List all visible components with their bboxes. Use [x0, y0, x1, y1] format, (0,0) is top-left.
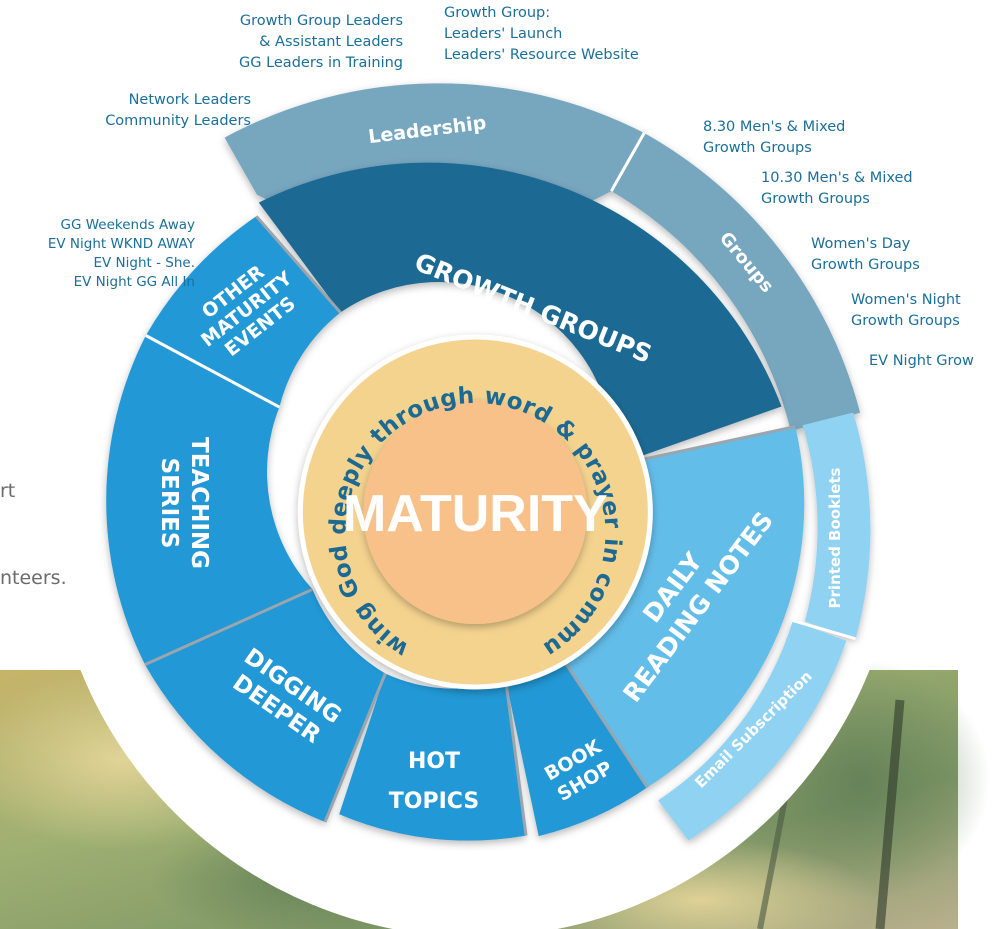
email-subscription-segment[interactable]: [658, 620, 847, 841]
note-line: Community Leaders: [105, 113, 251, 129]
note-line: EV Night Grow: [869, 353, 974, 369]
note-line: Leaders' Launch: [444, 26, 563, 42]
leaders-notes-right: Growth Group: Leaders' Launch Leaders' R…: [444, 3, 639, 66]
other-maturity-events-segment[interactable]: [145, 216, 341, 408]
note-line: EV Night WKND AWAY: [47, 236, 195, 252]
groups-note-1: 8.30 Men's & Mixed Growth Groups: [703, 117, 845, 159]
teaching-series-line-1: TEACHING: [186, 437, 212, 569]
segment-dividers: [145, 132, 857, 641]
book-shop-segment[interactable]: [505, 647, 648, 837]
groups-note-3: Women's Day Growth Groups: [811, 234, 920, 276]
teaching-series-label: TEACHING SERIES: [156, 437, 212, 569]
background-text-fragment-2: nteers.: [0, 567, 67, 589]
note-line: Growth Group:: [444, 5, 551, 21]
center-label: MATURITY: [343, 485, 608, 543]
teaching-series-segment[interactable]: [106, 335, 313, 665]
background-text-fragment-1: rt: [0, 480, 16, 502]
note-line: EV Night - She.: [93, 255, 195, 271]
note-line: & Assistant Leaders: [259, 34, 403, 50]
growth-groups-segment[interactable]: [258, 162, 782, 466]
note-line: 8.30 Men's & Mixed: [703, 119, 846, 135]
main-ring: [106, 162, 805, 841]
leaders-notes-left: Growth Group Leaders & Assistant Leaders…: [239, 11, 403, 74]
events-notes: GG Weekends Away EV Night WKND AWAY EV N…: [48, 216, 195, 292]
printed-booklets-label: Printed Booklets: [826, 467, 844, 608]
hot-topics-line-1: HOT: [408, 749, 460, 774]
teaching-series-line-2: SERIES: [156, 458, 182, 549]
printed-booklets-segment[interactable]: [802, 412, 871, 639]
note-line: Women's Night: [851, 292, 961, 308]
note-line: Growth Group Leaders: [239, 13, 403, 29]
groups-segment[interactable]: [611, 133, 861, 431]
note-line: GG Weekends Away: [60, 217, 195, 233]
note-line: Growth Groups: [851, 313, 960, 329]
note-line: Growth Groups: [703, 140, 812, 156]
hot-topics-label: HOT TOPICS: [389, 749, 479, 814]
note-line: Leaders' Resource Website: [444, 47, 639, 63]
segment-shadows: [144, 215, 796, 836]
note-line: Women's Day: [811, 236, 911, 252]
note-line: GG Leaders in Training: [238, 55, 403, 71]
groups-note-5: EV Night Grow: [869, 351, 1001, 372]
note-line: EV Night GG All In: [73, 274, 195, 290]
network-notes: Network Leaders Community Leaders: [105, 90, 251, 132]
note-line: 10.30 Men's & Mixed: [761, 170, 913, 186]
note-line: Growth Groups: [761, 191, 870, 207]
daily-reading-notes-segment[interactable]: [555, 426, 805, 788]
center-circle: [363, 400, 588, 624]
groups-note-2: 10.30 Men's & Mixed Growth Groups: [761, 168, 913, 210]
hot-topics-line-2: TOPICS: [389, 789, 479, 814]
hot-topics-segment[interactable]: [339, 673, 526, 841]
groups-note-4: Women's Night Growth Groups: [851, 290, 961, 332]
digging-deeper-segment[interactable]: [145, 589, 386, 822]
note-line: Growth Groups: [811, 257, 920, 273]
note-line: Network Leaders: [128, 92, 251, 108]
